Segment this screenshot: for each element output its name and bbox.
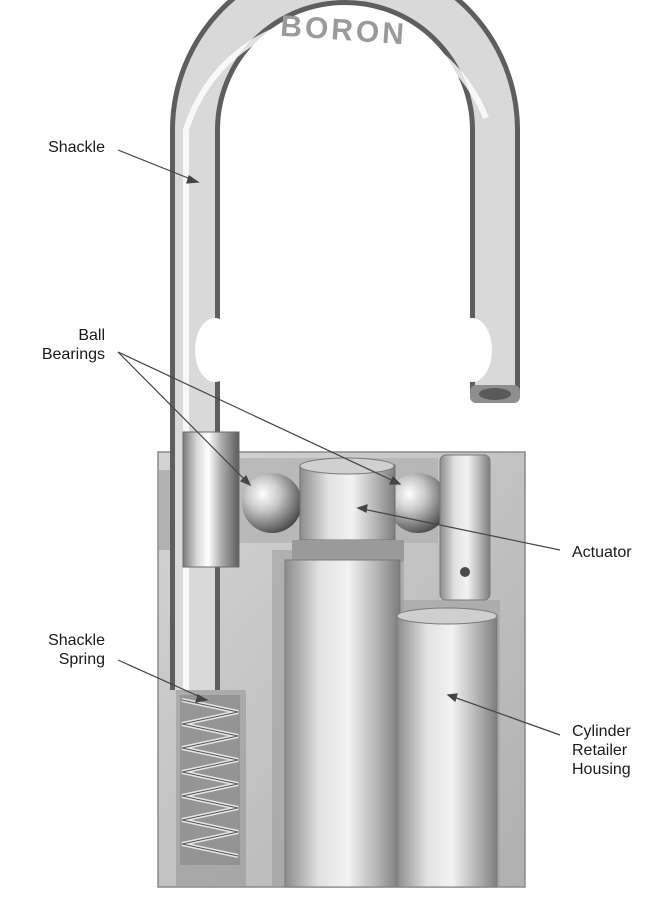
label-actuator: Actuator bbox=[572, 544, 632, 561]
label-shackle: Shackle bbox=[48, 139, 105, 156]
label-cylinder-retailer-housing: Cylinder Retailer Housing bbox=[572, 723, 631, 778]
leader-shackle bbox=[117, 149, 199, 183]
leader-lines bbox=[117, 149, 561, 736]
cylinder-retainer-housing bbox=[396, 607, 498, 888]
leader-cylinder-housing bbox=[447, 694, 561, 736]
leader-actuator bbox=[357, 507, 561, 551]
ball-bearing-left bbox=[242, 473, 302, 533]
key-cylinder bbox=[284, 559, 401, 888]
leader-ball-left bbox=[117, 351, 251, 486]
leader-shackle-spring bbox=[117, 659, 208, 701]
shackle-spring bbox=[180, 695, 240, 865]
shackle: BORON bbox=[170, 0, 520, 690]
actuator bbox=[292, 457, 404, 562]
label-shackle-spring: Shackle Spring bbox=[48, 632, 105, 668]
shackle-heel bbox=[182, 431, 240, 568]
ball-bearing-right bbox=[388, 473, 448, 533]
brand-engraving: BORON bbox=[279, 10, 408, 52]
leader-ball-right bbox=[117, 351, 401, 485]
retaining-pin bbox=[439, 454, 491, 601]
label-ball-bearings: Ball Bearings bbox=[41, 327, 105, 363]
